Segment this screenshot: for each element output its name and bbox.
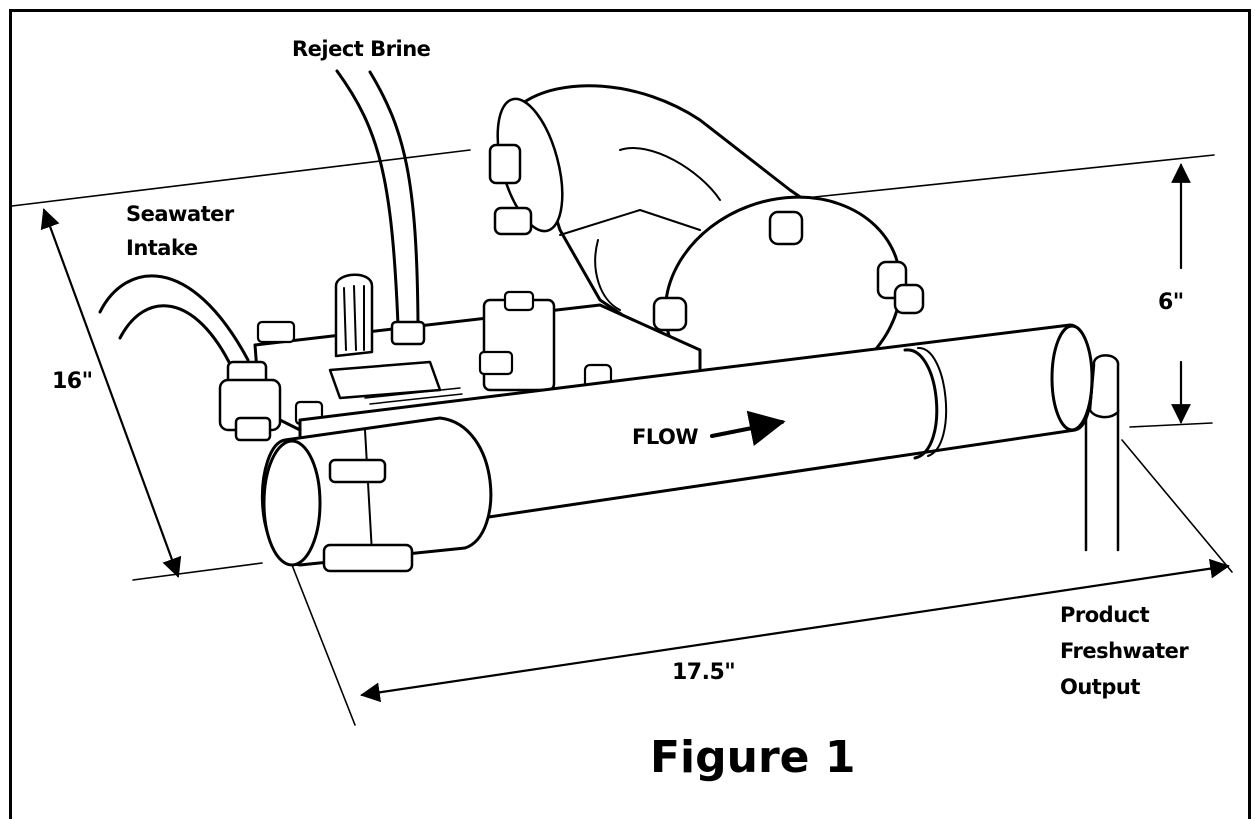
length-dimension-label: 17.5" [672, 660, 736, 685]
product-output-label-line3: Output [1060, 675, 1140, 699]
figure-caption: Figure 1 [650, 732, 856, 783]
height-dimension-label: 6" [1158, 290, 1184, 315]
product-output-label-line2: Freshwater [1060, 639, 1189, 663]
product-output-label-line1: Product [1060, 603, 1150, 627]
membrane-housing [298, 323, 1094, 547]
product-outlet-pipe [1084, 354, 1120, 552]
reject-brine-hose [334, 69, 426, 358]
end-cap [218, 378, 493, 573]
extension-lines [11, 149, 1233, 726]
seawater-intake-label-line2: Intake [126, 236, 198, 260]
motor [488, 84, 925, 401]
flow-arrow [710, 410, 786, 447]
seawater-intake-hose [98, 274, 268, 386]
depth-dimension-label: 16" [52, 369, 93, 394]
depth-dimension-arrow [40, 208, 182, 578]
reject-brine-label: Reject Brine [292, 37, 431, 61]
seawater-intake-label-line1: Seawater [126, 202, 234, 226]
length-dimension-arrow [360, 558, 1230, 703]
flow-label: FLOW [632, 425, 699, 449]
